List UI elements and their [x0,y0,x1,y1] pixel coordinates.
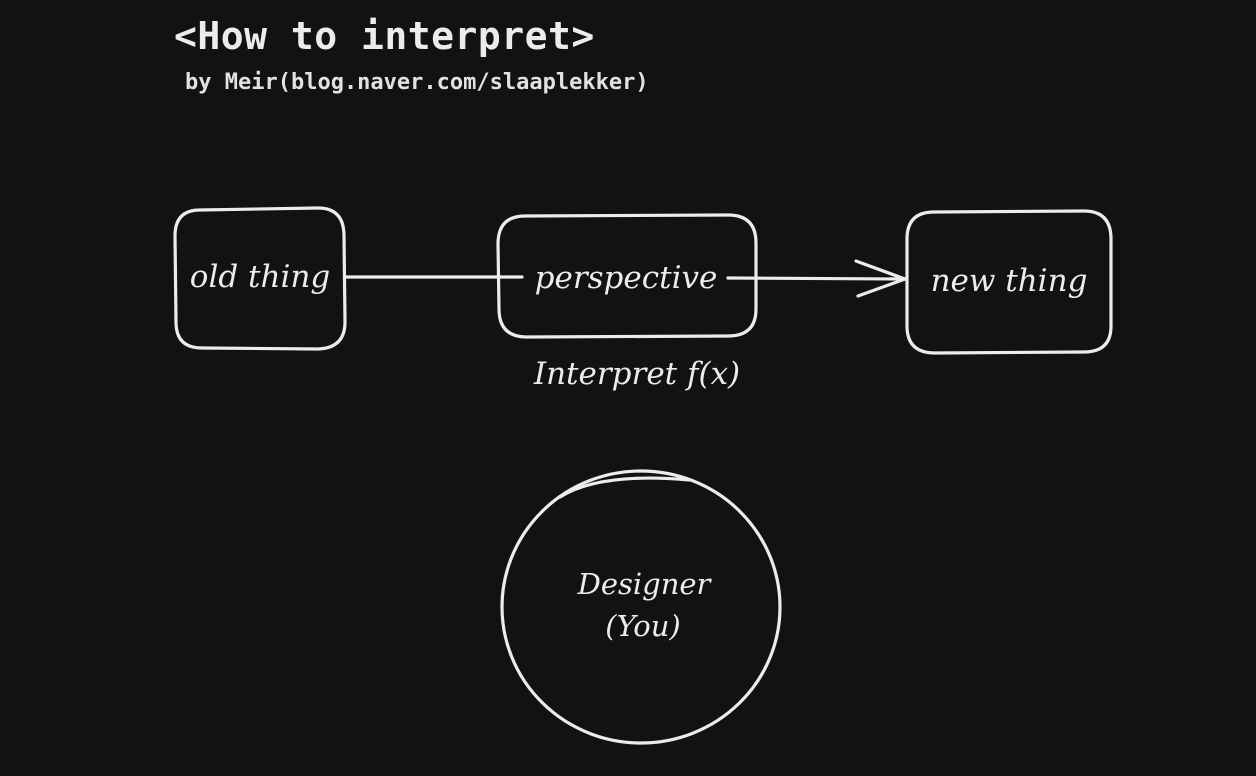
arrow-to-new-thing [726,259,907,298]
page-subtitle: by Meir(blog.naver.com/slaaplekker) [185,70,649,95]
new-thing-node: new thing [905,209,1113,355]
old-thing-box [173,206,347,351]
old-thing-label: old thing [190,259,330,295]
new-thing-box [905,209,1113,355]
designer-node: Designer (You) [500,469,782,745]
perspective-label: perspective [535,260,718,296]
arrow-head [854,259,907,298]
designer-circle-overlap [558,476,692,499]
designer-circle [500,469,782,745]
interpret-function-label: Interpret f(x) [533,356,740,392]
designer-label: Designer [577,567,713,601]
arrow-shaft [726,276,907,281]
designer-label-you: (You) [605,609,680,643]
new-thing-label: new thing [931,263,1088,299]
page-title: <How to interpret> [174,14,595,58]
perspective-node: perspective [496,213,758,339]
old-thing-node: old thing [173,206,347,351]
perspective-box [496,213,758,339]
